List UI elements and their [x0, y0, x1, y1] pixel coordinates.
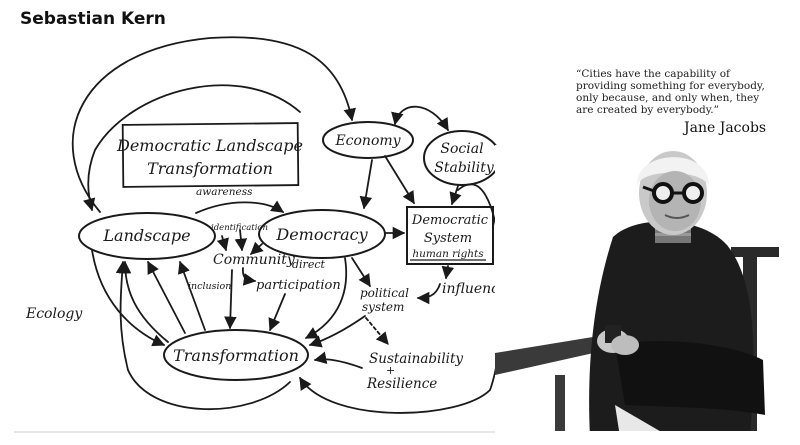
- system-label-2: system: [362, 300, 404, 314]
- social-label: Social: [440, 141, 483, 157]
- plus-label: +: [386, 364, 395, 377]
- economy-label: Economy: [334, 133, 401, 149]
- title-line-2: Transformation: [147, 159, 273, 178]
- sustainability-label: Sustainability: [369, 351, 463, 367]
- arrow-bottom-loop: [299, 183, 503, 414]
- arrow-awareness: [195, 200, 285, 214]
- democratic-label: Democratic: [411, 213, 489, 228]
- arrow-identification-1: [216, 235, 229, 252]
- awareness-label: awareness: [196, 186, 253, 198]
- node-social-stability: Social Stability: [423, 130, 501, 186]
- system-label: System: [424, 231, 472, 246]
- portrait-photo: [495, 145, 795, 437]
- ecology-label: Ecology: [25, 306, 83, 322]
- arrow-system-influence: [441, 265, 455, 280]
- author-name: Sebastian Kern: [20, 9, 166, 29]
- arrow-community-transformation: [224, 269, 237, 330]
- arrow-identification-2: [234, 229, 248, 252]
- quote-author: Jane Jacobs: [684, 120, 767, 136]
- arrow-influence-political: [416, 283, 441, 305]
- inclusion-label: inclusion: [188, 281, 231, 292]
- arrow-participation-transformation: [268, 293, 286, 332]
- human-rights-label: human rights: [412, 248, 484, 260]
- node-democracy: Democracy: [258, 209, 386, 259]
- title-line-1: Democratic Landscape: [116, 136, 303, 155]
- political-label: political: [360, 286, 409, 300]
- resilience-label: Resilience: [366, 376, 437, 392]
- arrow-economy-system: [384, 155, 415, 205]
- landscape-label: Landscape: [102, 226, 190, 245]
- title-box: [121, 122, 300, 188]
- arrow-ecology-loop: [115, 260, 291, 411]
- arrow-democracy-transformation: [304, 257, 348, 339]
- arrow-democracy-political: [351, 257, 371, 288]
- arrow-political-transformation: [308, 315, 366, 348]
- arrow-loop-to-economy: [72, 36, 356, 213]
- direct-label: direct: [292, 258, 325, 271]
- arrow-transformation-landscape-2: [147, 260, 186, 334]
- stability-label: Stability: [434, 160, 495, 176]
- arrow-loop-to-landscape: [82, 84, 301, 212]
- arrow-transformation-landscape-1: [118, 260, 169, 343]
- node-landscape: Landscape: [78, 212, 216, 260]
- quote-text: “Cities have the capability of providing…: [576, 68, 765, 116]
- arrow-community-participation: [242, 267, 257, 286]
- node-economy: Economy: [322, 121, 414, 159]
- community-label: Community: [213, 252, 296, 268]
- node-democratic-system: Democratic System human rights: [406, 206, 494, 265]
- arrow-economy-social: [391, 105, 449, 132]
- arrow-sustainability-transformation: [313, 351, 363, 369]
- arrow-landscape-transformation: [91, 249, 166, 347]
- democracy-label: Democracy: [275, 225, 368, 244]
- participation-label: participation: [256, 278, 341, 293]
- identification-label: identification: [211, 223, 268, 233]
- arrow-economy-democracy: [359, 159, 373, 210]
- arrow-social-system: [449, 185, 462, 206]
- arrow-inclusion: [177, 260, 206, 331]
- arrow-political-sustainability: [365, 317, 389, 345]
- influence-label: influence: [442, 281, 507, 297]
- arrow-democracy-community: [250, 241, 264, 255]
- transformation-label: Transformation: [173, 346, 299, 365]
- node-transformation: Transformation: [163, 329, 309, 381]
